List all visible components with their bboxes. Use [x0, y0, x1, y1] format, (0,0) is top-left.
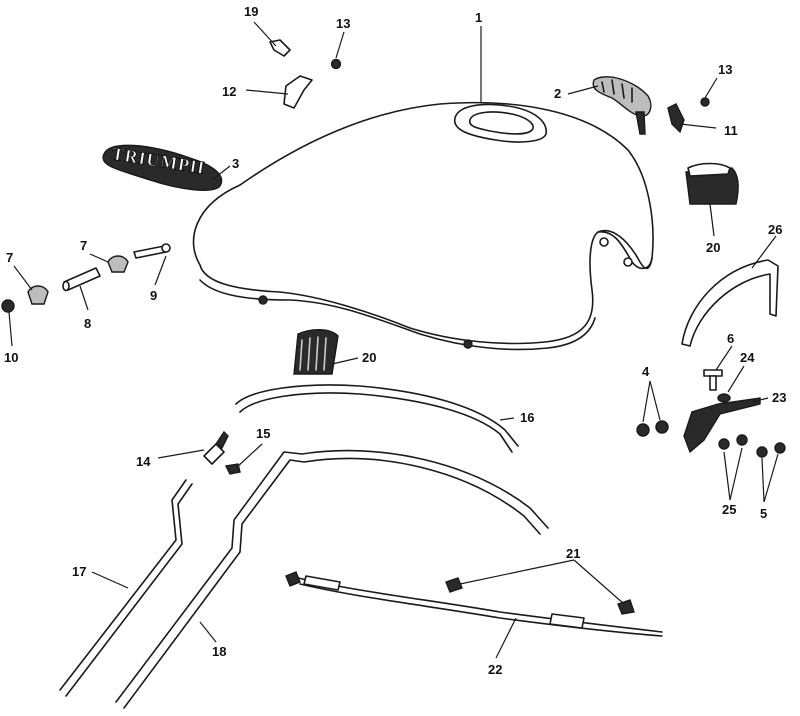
callout-1: 1 — [475, 10, 482, 25]
drain-pipe-right — [115, 449, 549, 709]
tank-mount-stud — [258, 295, 268, 305]
callout-13b: 13 — [718, 62, 732, 77]
nut — [736, 434, 748, 446]
nut — [1, 299, 15, 313]
screw — [700, 97, 710, 107]
callout-12: 12 — [222, 84, 236, 99]
filler-cap-opening — [468, 111, 534, 135]
bracket-clip — [667, 103, 685, 134]
callout-20b: 20 — [362, 350, 376, 365]
hose-clip — [224, 463, 241, 475]
callout-7b: 7 — [80, 238, 87, 253]
nut — [718, 438, 730, 450]
knee-pad-small — [592, 76, 652, 135]
tank-release-cable — [285, 571, 663, 637]
callout-8: 8 — [84, 316, 91, 331]
callout-13a: 13 — [336, 16, 350, 31]
callout-7a: 7 — [6, 250, 13, 265]
curved-trim-strip — [681, 259, 779, 347]
callout-10: 10 — [4, 350, 18, 365]
callout-22: 22 — [488, 662, 502, 677]
drain-pipe-left — [59, 479, 193, 697]
callout-25: 25 — [722, 502, 736, 517]
callout-5: 5 — [760, 506, 767, 521]
callout-14: 14 — [136, 454, 151, 469]
breather-pipe — [235, 384, 519, 447]
callout-6: 6 — [727, 331, 734, 346]
callout-labels: 1 2 3 4 5 6 7 7 8 9 10 11 12 13 13 14 15… — [4, 4, 786, 677]
cable-clip — [445, 577, 463, 593]
rubber-grommet — [27, 285, 49, 305]
nut — [774, 442, 786, 454]
callout-19: 19 — [244, 4, 258, 19]
spacer-sleeve — [62, 267, 101, 292]
tank-mount-stud — [623, 257, 633, 267]
fuel-tank — [192, 101, 654, 351]
callout-2: 2 — [554, 86, 561, 101]
callout-15: 15 — [256, 426, 270, 441]
callout-9: 9 — [150, 288, 157, 303]
breather-pipe-inner — [239, 392, 513, 453]
screw — [330, 58, 342, 70]
callout-21: 21 — [566, 546, 580, 561]
callout-18: 18 — [212, 644, 226, 659]
trim-clip — [283, 75, 313, 109]
rubber-mount — [636, 423, 650, 437]
rubber-grommet — [107, 255, 129, 273]
tank-mount-stud — [463, 339, 473, 349]
callout-11: 11 — [724, 123, 738, 138]
washer — [717, 393, 731, 403]
callout-23: 23 — [772, 390, 786, 405]
callout-24: 24 — [740, 350, 755, 365]
mounting-plate — [683, 397, 761, 454]
leader-lines — [8, 21, 779, 659]
tank-mount-stud — [599, 237, 609, 247]
tank-badge: TRIUMPH — [102, 143, 223, 191]
mounting-bolt — [133, 243, 171, 259]
rubber-pad-upper — [685, 162, 739, 205]
rubber-mount — [655, 420, 669, 434]
callout-16: 16 — [520, 410, 534, 425]
callout-17: 17 — [72, 564, 86, 579]
callout-4: 4 — [642, 364, 650, 379]
callout-26: 26 — [768, 222, 782, 237]
callout-3: 3 — [232, 156, 239, 171]
rubber-pad-lower — [293, 329, 339, 375]
nut — [756, 446, 768, 458]
callout-20a: 20 — [706, 240, 720, 255]
fuel-tap — [203, 430, 229, 465]
retaining-clip — [269, 39, 291, 57]
cable-clip — [617, 599, 635, 615]
bolt — [703, 369, 723, 391]
